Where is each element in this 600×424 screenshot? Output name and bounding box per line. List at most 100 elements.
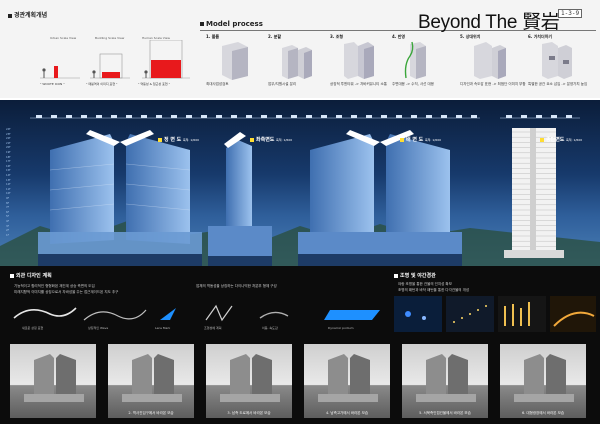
scale-note-urban: " WOOTE ICON ": [40, 82, 65, 86]
dimension-tick: [456, 115, 462, 118]
dimension-ticks: [30, 115, 580, 119]
motif-caption-5: 이동, 속도감: [262, 326, 278, 330]
perspective-view: [10, 344, 96, 418]
level-marker: 8F: [6, 201, 10, 205]
left-side-elevation-drawing: [208, 132, 272, 266]
model-process-rule: [200, 30, 596, 31]
massing-twin-tower-icon: [344, 42, 374, 79]
dimension-tick: [396, 115, 402, 118]
design-motif-strip: [13, 304, 380, 322]
model-step-1: 1. 볼륨 최대사업성검토: [206, 34, 260, 90]
dimension-tick: [336, 115, 342, 118]
model-step-label: 4. 반영: [392, 34, 406, 39]
motif-caption-2: 상징적인 Wave: [88, 326, 109, 330]
night-view-photos: [394, 296, 596, 332]
dimension-tick: [566, 115, 572, 118]
model-step-6: 6. 가치더하기 특별한 공간 요소 삽입 -> 분양가치 높임: [528, 34, 587, 90]
scale-label-building: Building Scale View: [95, 36, 125, 40]
model-step-4: 4. 반영 주변대응 -> 수직, 사선 대응: [392, 34, 446, 90]
perspective-view: 4. 남측고가에서 바라본 모습: [304, 344, 390, 418]
scale-label-human: Human Scale View: [142, 36, 170, 40]
level-marker: 13F: [6, 178, 11, 182]
dimension-tick: [201, 115, 207, 118]
perspective-caption: 3. 남측 도로에서 바라본 모습: [227, 411, 271, 415]
dimension-tick: [141, 115, 147, 118]
motif-caption-1: 새로운 상징 표현: [22, 326, 44, 330]
dimension-tick: [381, 115, 387, 118]
dimension-tick: [471, 115, 477, 118]
model-step-label: 6. 가치더하기: [528, 34, 553, 39]
dimension-tick: [366, 115, 372, 118]
model-step-5: 5. 상대위치 디자인과 속도감 표현 -> 최첨단 이미지 부합: [460, 34, 526, 90]
dimension-tick: [156, 115, 162, 118]
design-strategy-band: 외관 디자인 계획 기능적이고 합리적인 형형화된 재건계 상승 측면의 도입 …: [0, 266, 600, 338]
level-marker: 4F: [6, 220, 10, 223]
model-step-label: 2. 분할: [268, 34, 282, 39]
scale-note-human: " 역동성 & 접근성 표현 ": [138, 82, 170, 86]
model-step-desc: 주변대응 -> 수직, 사선 대응: [392, 82, 434, 86]
massing-reflection-icon: [404, 41, 426, 79]
model-step-label: 1. 볼륨: [206, 34, 220, 39]
level-marker: 14F: [6, 174, 11, 177]
model-step-desc: 디자인과 속도감 표현 -> 최첨단 이미지 부합: [460, 82, 526, 86]
level-marker: 17F: [6, 160, 11, 164]
design-strategy-line-2: 미래지향적 이미지를 상징으로서 자바성을 주는 접근계이드된 지도 추구: [14, 290, 119, 294]
header-strip: 경관계획개념 Urban Scale View Building Scale V…: [0, 0, 600, 98]
scale-label-urban: Urban Scale View: [50, 36, 77, 40]
perspective-view: 5. 서북측인접건물에서 바라본 모습: [402, 344, 488, 418]
level-marker: 16F: [6, 164, 11, 168]
model-step-label: 3. 조형: [330, 34, 344, 39]
dimension-tick: [111, 115, 117, 118]
lighting-title: 조명 및 야간경관: [394, 272, 436, 279]
massing-value-added-icon: [542, 42, 572, 79]
model-step-desc: 최대사업성검토: [206, 82, 229, 86]
level-marker: 20F: [6, 146, 11, 150]
level-marker: 18F: [6, 155, 11, 159]
rear-elevation-drawing: [298, 130, 462, 266]
scale-view-diagram: [40, 40, 190, 79]
scale-note-building: " 매봉역의 이미지 표현 ": [86, 82, 118, 86]
dimension-tick: [426, 115, 432, 118]
dimension-tick: [276, 115, 282, 118]
motif-caption-6: Dynamic podium: [328, 326, 354, 330]
level-marker: 5F: [6, 215, 10, 219]
dimension-tick: [306, 115, 312, 118]
dimension-tick: [186, 115, 192, 118]
model-step-2: 2. 분할 업무/지원시설 분리: [268, 34, 322, 90]
model-step-3: 3. 조형 상징적 투윈타워 -> 자바커뮤니티 소통: [330, 34, 387, 90]
lighting-line-1: 야랑 조명을 통한 건물의 인지성 확보: [398, 282, 452, 286]
level-marker: 19F: [6, 151, 11, 154]
model-process-title: Model process: [200, 20, 263, 28]
level-marker: 9F: [6, 197, 10, 200]
model-step-desc: 업무/지원시설 분리: [268, 82, 297, 86]
perspective-caption: 4. 남측고가에서 바라본 모습: [325, 411, 369, 415]
model-step-desc: 특별한 공간 요소 삽입 -> 분양가치 높임: [528, 82, 588, 86]
level-marker: 12F: [6, 183, 11, 187]
design-strategy-title: 외관 디자인 계획: [10, 272, 52, 279]
dimension-tick: [36, 115, 42, 118]
level-marker: 3F: [6, 224, 10, 228]
dimension-tick: [261, 115, 267, 118]
motif-caption-3: Lens Mark: [155, 326, 171, 330]
dimension-tick: [551, 115, 557, 118]
section-drawing: [504, 128, 564, 258]
scale-view-title: 경관계획개념: [8, 10, 47, 19]
dimension-tick: [246, 115, 252, 118]
massing-relative-icon: [474, 42, 506, 79]
dimension-tick: [441, 115, 447, 118]
perspective-view: 6. 대형광장에서 바라본 모습: [500, 344, 586, 418]
dimension-tick: [126, 115, 132, 118]
level-marker: 21F: [6, 141, 11, 145]
model-step-desc: 상징적 투윈타워 -> 자바커뮤니티 소통: [330, 82, 387, 86]
perspective-caption: 5. 서북측인접건물에서 바라본 모습: [419, 411, 471, 415]
dimension-tick: [51, 115, 57, 118]
front-elevation-drawing: [38, 130, 202, 266]
brand-tag: 1-3-9: [558, 9, 583, 18]
dimension-tick: [411, 115, 417, 118]
dimension-tick: [321, 115, 327, 118]
level-marker: 23F: [6, 132, 11, 136]
dimension-tick: [351, 115, 357, 118]
model-step-label: 5. 상대위치: [460, 34, 481, 39]
